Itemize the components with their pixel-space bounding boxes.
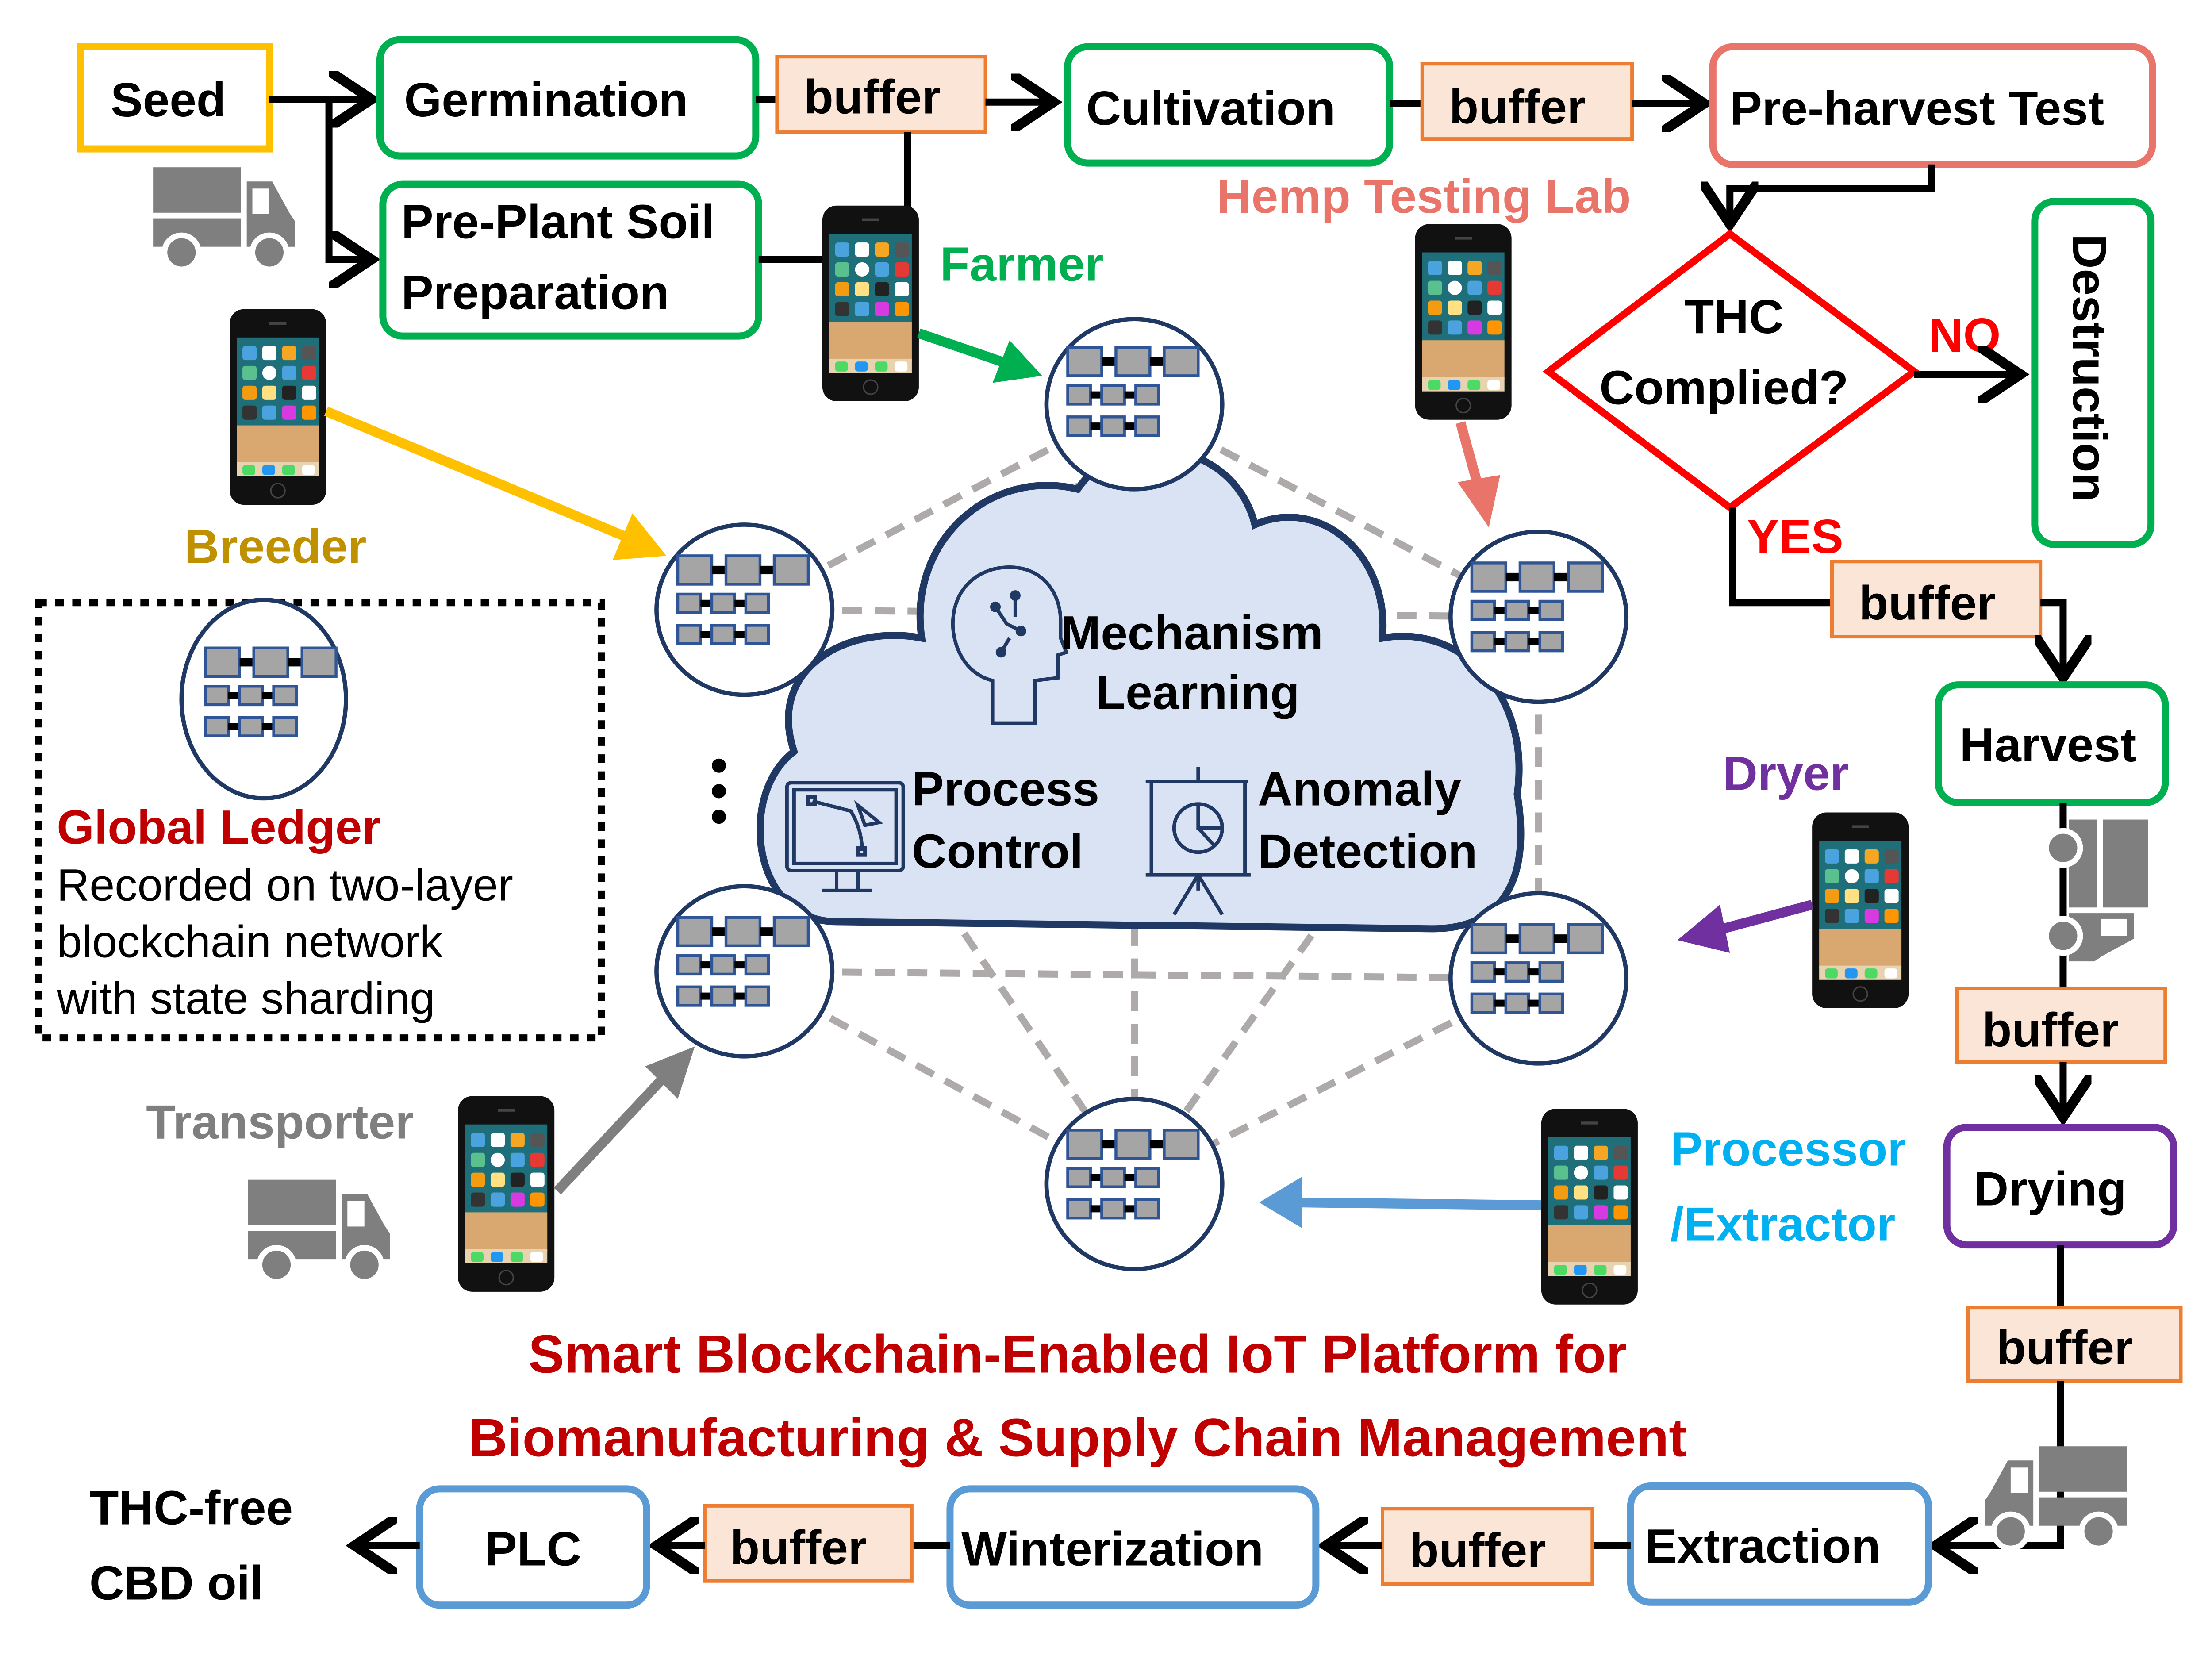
hemp-lab-arrow — [1455, 421, 1501, 528]
legend-title: Global Ledger — [57, 800, 381, 854]
soil-prep-label-2: Preparation — [401, 266, 669, 320]
plc-label: PLC — [485, 1522, 581, 1576]
pre-harvest-test-box[interactable]: Pre-harvest Test — [1709, 43, 2156, 168]
soil-prep-box[interactable]: Pre-Plant Soil Preparation — [379, 180, 762, 340]
monitor-curve-icon — [785, 781, 905, 892]
dryer-phone-icon — [1811, 811, 1909, 1009]
extraction-box[interactable]: Extraction — [1627, 1482, 1932, 1606]
more-nodes-ellipsis — [711, 758, 726, 824]
farmer-phone-icon — [822, 205, 920, 402]
output-label-2: CBD oil — [89, 1556, 263, 1610]
winterization-label: Winterization — [961, 1522, 1263, 1576]
buffer-label: buffer — [804, 70, 941, 124]
drying-box[interactable]: Drying — [1943, 1124, 2177, 1249]
global-ledger-legend: Global Ledger Recorded on two-layer bloc… — [35, 597, 605, 1042]
buffer-2[interactable]: buffer — [1420, 62, 1634, 141]
dryer-arrow — [1677, 900, 1814, 953]
cultivation-box[interactable]: Cultivation — [1064, 43, 1394, 167]
hemp-lab-phone-icon — [1414, 223, 1513, 421]
germination-box[interactable]: Germination — [376, 36, 760, 160]
mechanism-learning-line2: Learning — [1096, 666, 1300, 720]
legend-line1: Recorded on two-layer — [57, 859, 513, 910]
buffer-label: buffer — [1449, 80, 1586, 134]
buffer-6[interactable]: buffer — [1380, 1507, 1594, 1586]
buffer-label: buffer — [1982, 1003, 2119, 1057]
presentation-chart-icon — [1145, 767, 1251, 916]
farmer-label: Farmer — [940, 238, 1103, 292]
output-label-1: THC-free — [89, 1481, 293, 1535]
breeder-arrow — [324, 407, 667, 561]
blockchain-node-bottom[interactable] — [1044, 1097, 1225, 1271]
decision-label-2: Complied? — [1599, 361, 1848, 415]
buffer-1[interactable]: buffer — [775, 55, 987, 134]
blockchain-node-right-upper[interactable] — [1448, 530, 1629, 704]
pre-harvest-test-label: Pre-harvest Test — [1730, 81, 2104, 135]
transporter-truck-icon — [248, 1180, 390, 1282]
destruction-box[interactable]: Destruction — [2031, 198, 2155, 548]
buffer-label: buffer — [1997, 1321, 2133, 1375]
plc-box[interactable]: PLC — [416, 1485, 650, 1609]
title-line1: Smart Blockchain-Enabled IoT Platform fo… — [528, 1324, 1627, 1384]
seed-box[interactable]: Seed — [77, 43, 273, 153]
transporter-phone-icon — [457, 1095, 555, 1293]
truck-icon — [153, 167, 295, 269]
legend-node-icon — [179, 597, 348, 801]
yes-label: YES — [1747, 510, 1843, 564]
processor-label-2: /Extractor — [1671, 1197, 1896, 1251]
blockchain-node-top[interactable] — [1044, 317, 1225, 492]
truck-icon-bottom — [1985, 1446, 2127, 1548]
farmer-arrow — [917, 328, 1042, 383]
dryer-label: Dryer — [1723, 746, 1849, 800]
buffer-7[interactable]: buffer — [703, 1504, 914, 1583]
drying-label: Drying — [1974, 1162, 2127, 1216]
blockchain-node-left-upper[interactable] — [654, 522, 835, 697]
brain-circuit-icon — [951, 565, 1069, 725]
no-label: NO — [1928, 308, 2001, 362]
destruction-label: Destruction — [2062, 234, 2116, 502]
thc-decision-diamond[interactable]: THC Complied? — [1542, 229, 1920, 512]
anomaly-detection-line1: Anomaly — [1258, 762, 1462, 816]
anomaly-detection-line2: Detection — [1258, 825, 1477, 879]
decision-label-1: THC — [1685, 290, 1784, 344]
harvest-label: Harvest — [1959, 718, 2136, 772]
breeder-label: Breeder — [184, 519, 367, 573]
soil-prep-label-1: Pre-Plant Soil — [401, 195, 714, 249]
buffer-3[interactable]: buffer — [1830, 560, 2043, 639]
breeder-phone-icon — [229, 308, 327, 506]
harvest-box[interactable]: Harvest — [1935, 681, 2169, 806]
processor-phone-icon — [1540, 1108, 1639, 1306]
process-control-line1: Process — [912, 762, 1099, 816]
hemp-testing-lab-label: Hemp Testing Lab — [1217, 169, 1631, 223]
transporter-label: Transporter — [146, 1095, 414, 1149]
extraction-label: Extraction — [1645, 1519, 1881, 1573]
blockchain-node-left-lower[interactable] — [654, 884, 835, 1059]
buffer-4[interactable]: buffer — [1955, 986, 2167, 1064]
buffer-label: buffer — [1859, 576, 1996, 630]
legend-line3: with state sharding — [56, 973, 435, 1024]
buffer-label: buffer — [730, 1521, 867, 1575]
cloud-analytics: Mechanism Learning Process Control Anoma… — [757, 446, 1525, 933]
process-control-line2: Control — [912, 825, 1083, 879]
buffer-5[interactable]: buffer — [1966, 1306, 2183, 1383]
title-line2: Biomanufacturing & Supply Chain Manageme… — [469, 1408, 1687, 1468]
cultivation-label: Cultivation — [1086, 81, 1335, 135]
processor-arrow — [1259, 1177, 1542, 1228]
transporter-arrow — [553, 1046, 695, 1194]
mechanism-learning-line1: Mechanism — [1060, 606, 1323, 660]
blockchain-node-right-lower[interactable] — [1448, 891, 1629, 1066]
winterization-box[interactable]: Winterization — [946, 1485, 1320, 1609]
processor-label-1: Processor — [1671, 1122, 1906, 1176]
legend-line2: blockchain network — [57, 916, 443, 967]
seed-label: Seed — [111, 73, 226, 127]
buffer-label: buffer — [1409, 1524, 1546, 1578]
germination-label: Germination — [404, 73, 688, 127]
